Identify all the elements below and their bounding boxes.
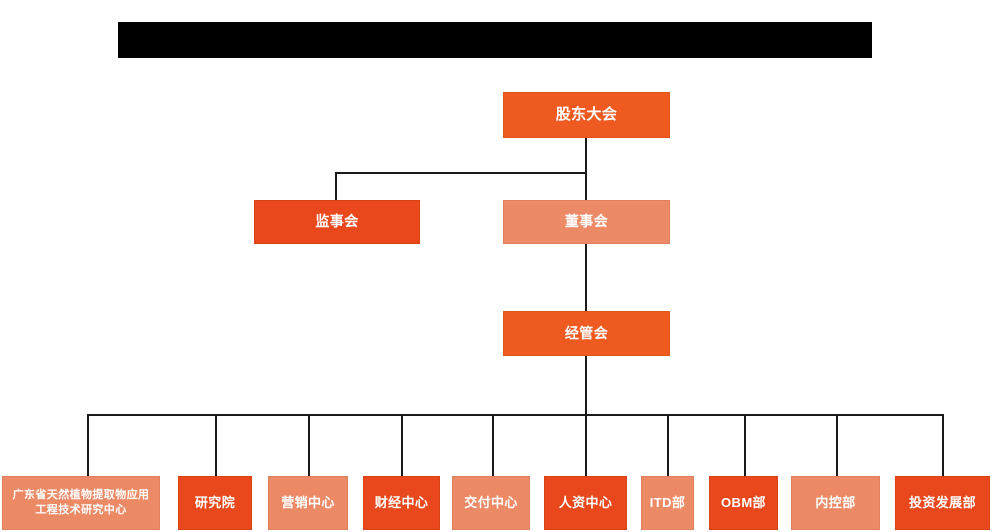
node-dept-delivery-center[interactable]: 交付中心 — [452, 476, 530, 530]
connector-drop-dept-10 — [942, 414, 944, 476]
connector-directors-to-management — [585, 243, 587, 311]
node-dept-human-resources-center[interactable]: 人资中心 — [544, 476, 627, 530]
connector-drop-dept-2 — [215, 414, 217, 476]
connector-drop-dept-6 — [585, 414, 587, 476]
connector-drop-directors — [585, 172, 587, 200]
node-dept-investment-development[interactable]: 投资发展部 — [895, 476, 990, 530]
connector-drop-dept-9 — [836, 414, 838, 476]
connector-department-bus — [87, 414, 944, 416]
node-dept-research-institute[interactable]: 研究院 — [178, 476, 252, 530]
connector-drop-dept-7 — [667, 414, 669, 476]
redacted-title-bar — [118, 22, 872, 58]
node-board-of-directors[interactable]: 董事会 — [503, 200, 670, 244]
node-dept-marketing-center[interactable]: 营销中心 — [268, 476, 348, 530]
node-management-committee[interactable]: 经管会 — [503, 311, 670, 356]
connector-management-trunk — [585, 356, 587, 416]
connector-drop-dept-5 — [492, 414, 494, 476]
connector-drop-dept-3 — [308, 414, 310, 476]
node-dept-itd[interactable]: ITD部 — [641, 476, 694, 530]
node-board-of-supervisors[interactable]: 监事会 — [254, 200, 420, 244]
connector-level2-bar — [335, 172, 587, 174]
node-dept-obm[interactable]: OBM部 — [709, 476, 778, 530]
node-dept-guangdong-research-center[interactable]: 广东省天然植物提取物应用工程技术研究中心 — [2, 476, 160, 530]
connector-level1-trunk — [585, 138, 587, 173]
connector-drop-dept-4 — [401, 414, 403, 476]
connector-drop-supervisors — [335, 172, 337, 200]
connector-drop-dept-1 — [87, 414, 89, 476]
node-dept-finance-center[interactable]: 财经中心 — [363, 476, 440, 530]
connector-drop-dept-8 — [744, 414, 746, 476]
node-shareholders-meeting[interactable]: 股东大会 — [503, 92, 670, 138]
node-dept-internal-control[interactable]: 内控部 — [791, 476, 880, 530]
